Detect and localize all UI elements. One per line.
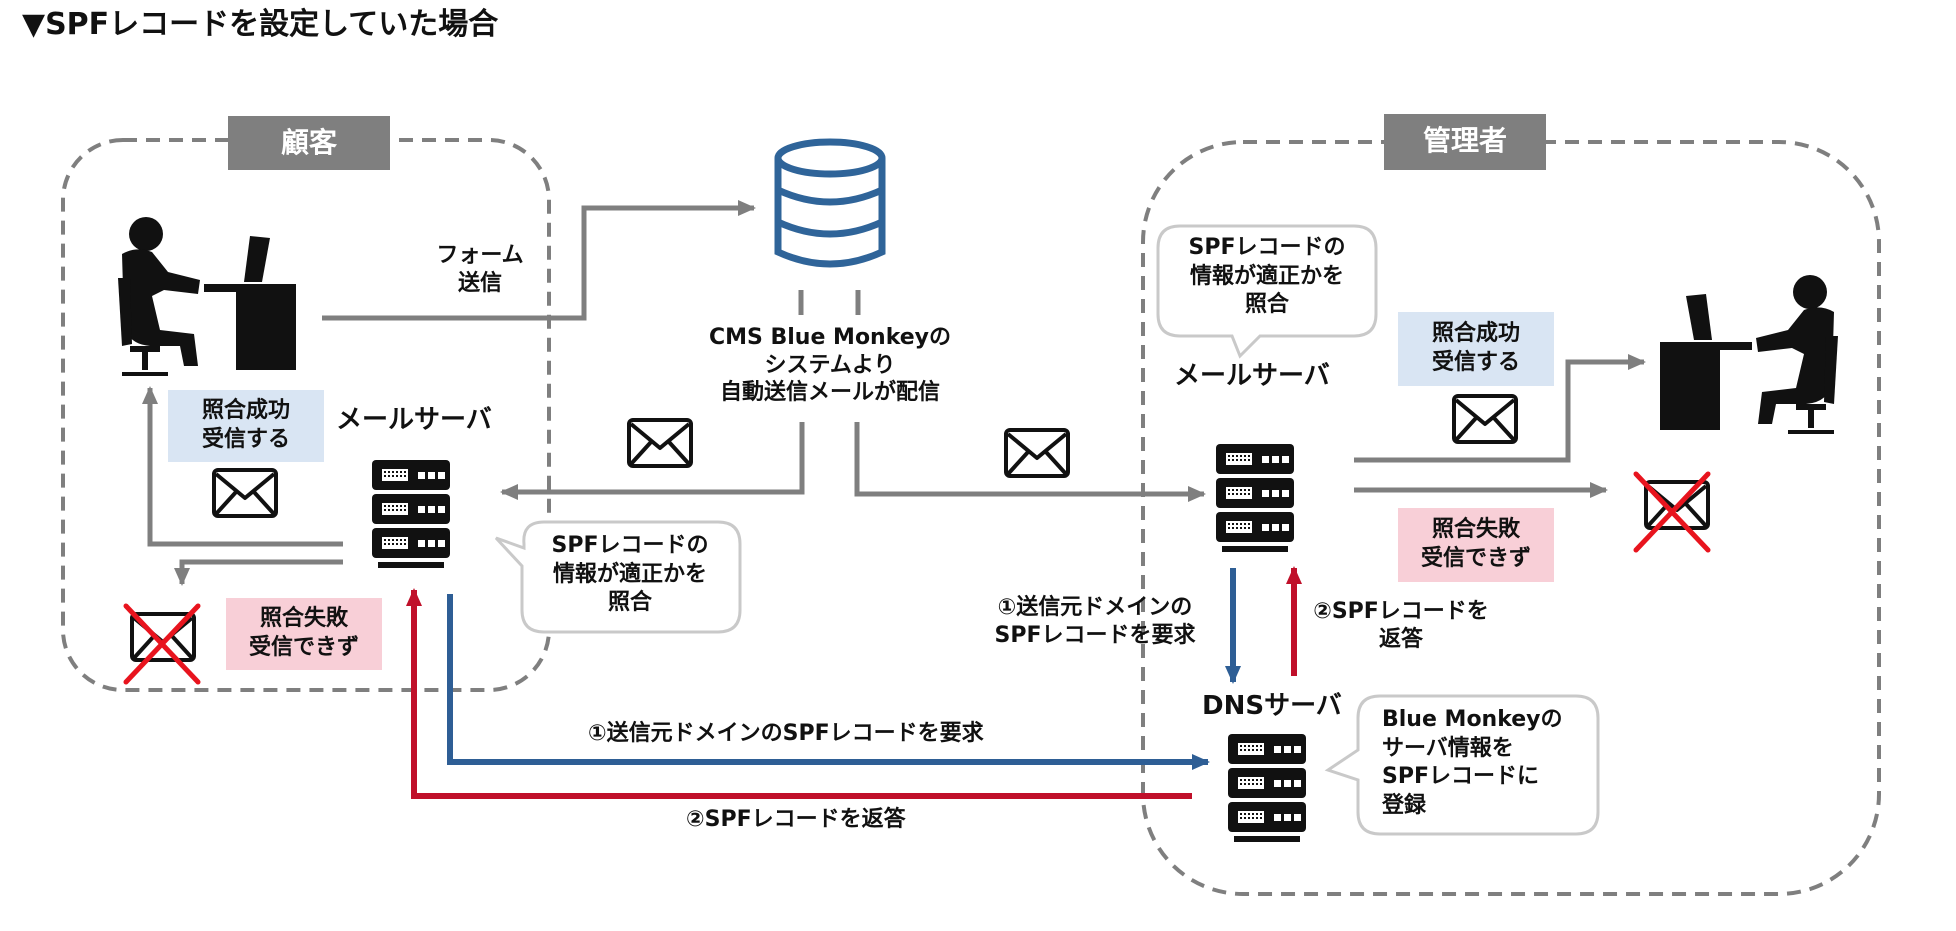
left-success-note: 照合成功 受信する [168, 390, 324, 462]
database-icon [774, 138, 886, 268]
right-bubble-shape [1156, 224, 1378, 359]
left-mail-server-icon [372, 460, 450, 568]
left-fail-x-icon [123, 603, 201, 685]
admin-group-label: 管理者 [1384, 114, 1546, 170]
left-mail-server-label: メールサーバ [336, 405, 492, 435]
right-success-arrow [1354, 354, 1646, 463]
left-bubble-text: SPFレコードの 情報が適正かを 照合 [551, 533, 709, 616]
cms-left-envelope-icon [627, 418, 693, 468]
cms-caption-text: CMS Blue Monkeyの システムより 自動送信メールが配信 [708, 325, 952, 405]
left-response-label: ②SPFレコードを返答 [686, 807, 906, 832]
dns-bubble-text: Blue Monkeyの サーバ情報を SPFレコードに 登録 [1382, 707, 1563, 818]
dns-bubble-shape [1324, 694, 1600, 836]
form-send-label: フォーム 送信 [420, 242, 540, 297]
customer-person-icon [118, 217, 296, 376]
form-send-arrow [322, 200, 756, 321]
right-mail-server-icon [1216, 444, 1294, 552]
form-send-text: フォーム 送信 [436, 243, 524, 296]
left-request-label: ①送信元ドメインのSPFレコードを要求 [588, 721, 984, 746]
left-response-arrow [406, 588, 1192, 799]
right-fail-note: 照合失敗 受信できず [1398, 508, 1554, 582]
database-connector [798, 290, 861, 315]
admin-group-frame [1141, 140, 1881, 896]
customer-group-frame [61, 138, 551, 692]
right-success-envelope-icon [1452, 394, 1518, 444]
left-success-arrow [142, 386, 343, 547]
right-response-label: ②SPFレコードを 返答 [1306, 598, 1496, 653]
page-title: ▼SPFレコードを設定していた場合 [22, 7, 499, 42]
right-bubble-text: SPFレコードの 情報が適正かを 照合 [1188, 235, 1346, 318]
left-fail-text: 照合失敗 受信できず [248, 606, 359, 660]
cms-to-left-mailserver-arrow [500, 422, 805, 500]
customer-group-label: 顧客 [228, 116, 390, 170]
right-success-note: 照合成功 受信する [1398, 312, 1554, 386]
left-success-envelope-icon [212, 468, 278, 518]
right-response-text: ②SPFレコードを 返答 [1313, 599, 1489, 652]
left-success-text: 照合成功 受信する [201, 398, 290, 452]
admin-person-icon [1660, 275, 1838, 434]
cms-caption: CMS Blue Monkeyの システムより 自動送信メールが配信 [700, 324, 960, 407]
right-request-text: ①送信元ドメインの SPFレコードを要求 [994, 595, 1196, 648]
left-request-arrow [447, 594, 1210, 770]
left-fail-note: 照合失敗 受信できず [226, 598, 382, 670]
right-fail-text: 照合失敗 受信できず [1420, 517, 1531, 571]
right-success-text: 照合成功 受信する [1431, 321, 1520, 375]
right-mail-server-label: メールサーバ [1174, 361, 1330, 391]
left-bubble-shape [494, 520, 742, 634]
right-request-label: ①送信元ドメインの SPFレコードを要求 [970, 594, 1220, 649]
cms-to-right-mailserver-arrow [854, 422, 1206, 502]
cms-right-envelope-icon [1004, 428, 1070, 478]
left-fail-arrow [174, 559, 343, 586]
right-fail-x-icon [1633, 471, 1711, 553]
dns-server-label: DNSサーバ [1202, 691, 1342, 721]
dns-server-icon [1228, 734, 1306, 842]
